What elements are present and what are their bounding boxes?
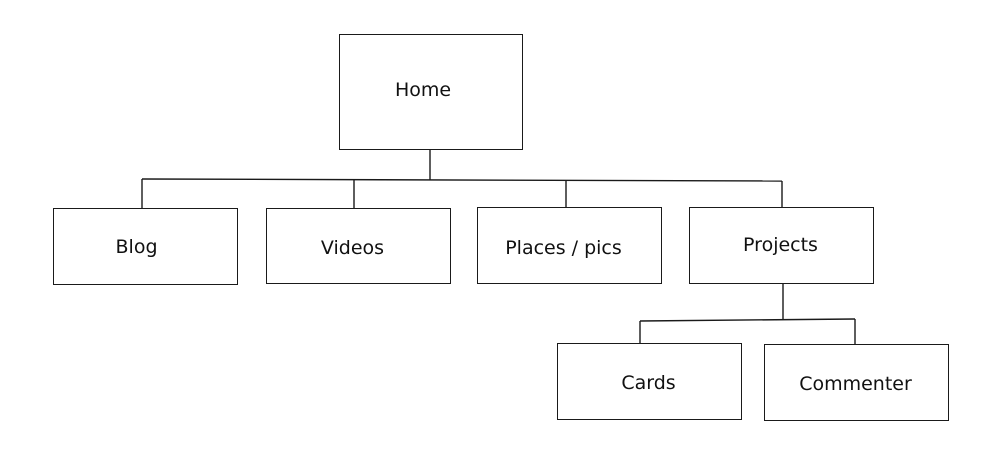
node-projects[interactable]: Projects — [689, 207, 874, 284]
node-videos-label: Videos — [320, 237, 385, 259]
connector-level2-bus — [639, 318, 856, 322]
node-cards[interactable]: Cards — [557, 343, 742, 420]
node-blog[interactable]: Blog — [53, 208, 238, 285]
connector-level1-bus — [141, 178, 783, 182]
node-commenter[interactable]: Commenter — [764, 344, 949, 421]
node-places-pics-label: Places / pics — [505, 236, 622, 259]
node-commenter-label: Commenter — [799, 372, 912, 395]
node-videos[interactable]: Videos — [266, 208, 451, 284]
node-home[interactable]: Home — [339, 34, 523, 150]
node-cards-label: Cards — [621, 371, 676, 394]
node-home-label: Home — [394, 79, 452, 101]
node-places-pics[interactable]: Places / pics — [477, 207, 662, 284]
node-blog-label: Blog — [115, 235, 158, 258]
node-projects-label: Projects — [743, 233, 818, 256]
